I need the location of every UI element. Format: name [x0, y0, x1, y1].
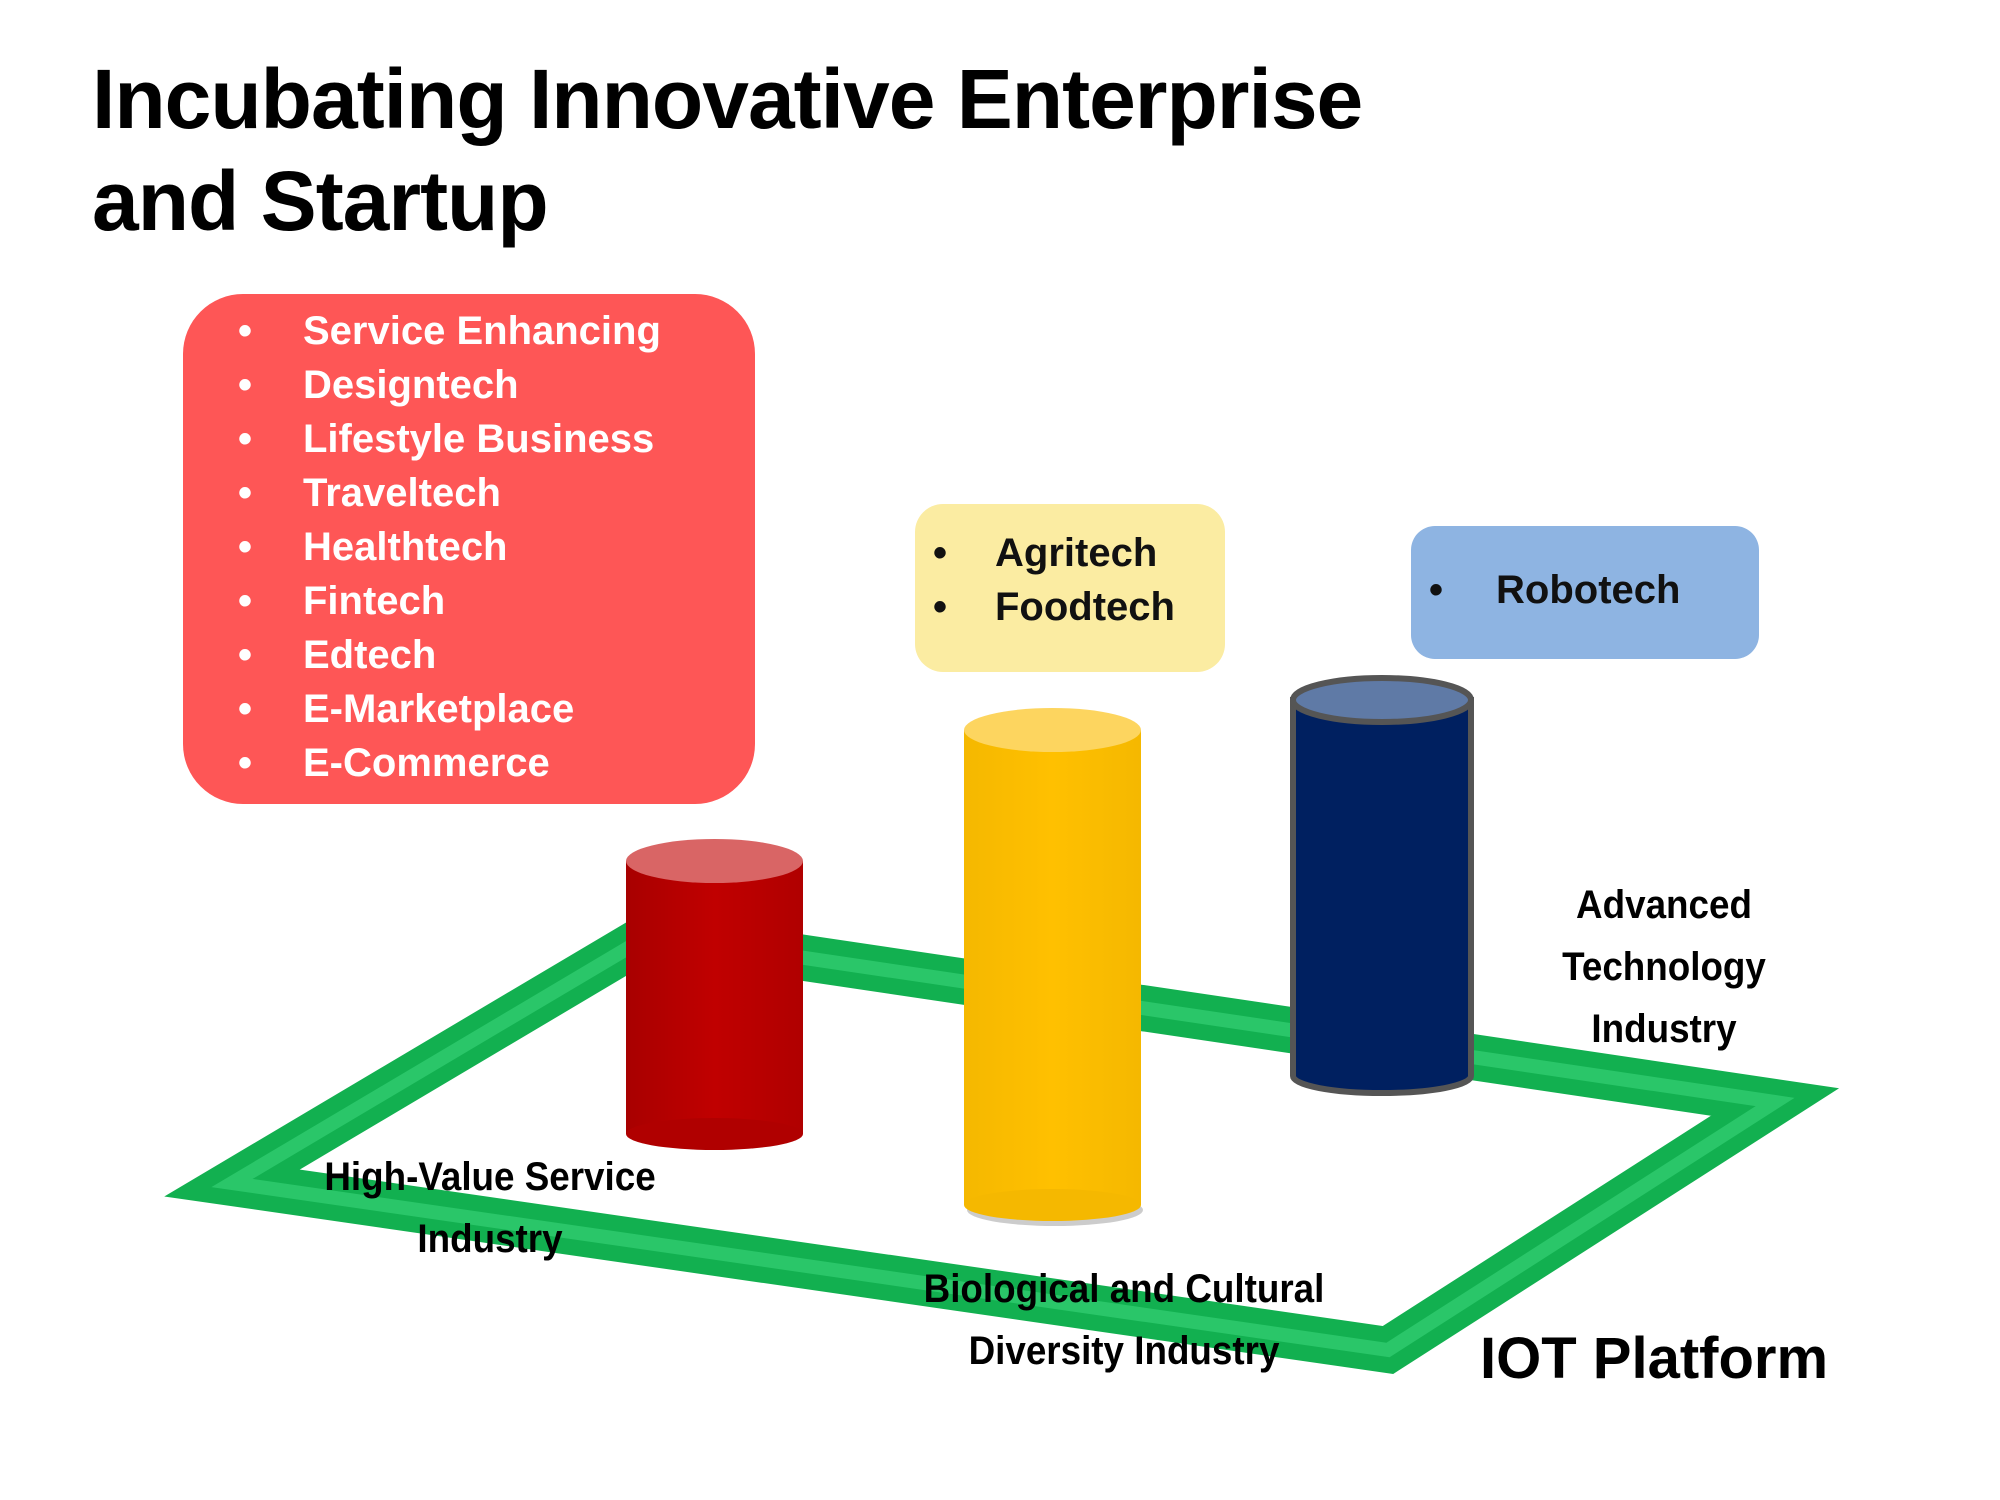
high-value-service-list: • Service Enhancing • Designtech • Lifestyl…: [238, 304, 661, 790]
list-item: • E-Commerce: [238, 736, 661, 790]
list-item: • Edtech: [238, 628, 661, 682]
bio-cultural-label: Biological and Cultural Diversity Indust…: [876, 1258, 1373, 1382]
bio-cultural-list: • Agritech • Foodtech: [933, 526, 1175, 634]
high-value-service-box: • Service Enhancing • Designtech • Lifestyl…: [183, 294, 755, 804]
bullet: •: [933, 531, 948, 575]
title-line-2: and Startup: [92, 154, 549, 248]
item-text: Foodtech: [995, 585, 1175, 629]
item-text: Service Enhancing: [303, 309, 661, 353]
bullet: •: [238, 309, 253, 353]
item-text: Designtech: [303, 363, 519, 407]
advanced-tech-list: • Robotech: [1429, 563, 1681, 617]
bullet: •: [238, 525, 253, 569]
bio-cultural-cylinder: [964, 708, 1143, 1226]
item-text: Healthtech: [303, 525, 508, 569]
bullet: •: [933, 585, 948, 629]
item-text: Traveltech: [303, 471, 501, 515]
high-value-service-label: High-Value Service Industry: [278, 1146, 701, 1270]
advanced-tech-label: Advanced Technology Industry: [1517, 874, 1811, 1060]
slide-title: Incubating Innovative Enterprise and Sta…: [92, 48, 1363, 252]
title-line-1: Incubating Innovative Enterprise: [92, 52, 1363, 146]
label-line: Advanced: [1576, 883, 1752, 927]
list-item: • Fintech: [238, 574, 661, 628]
bullet: •: [238, 579, 253, 623]
item-text: Lifestyle Business: [303, 417, 655, 461]
list-item: • Foodtech: [933, 580, 1175, 634]
list-item: • Lifestyle Business: [238, 412, 661, 466]
advanced-tech-box: • Robotech: [1411, 526, 1759, 659]
list-item: • Traveltech: [238, 466, 661, 520]
iot-platform-label: IOT Platform: [1480, 1326, 1829, 1391]
list-item: • Designtech: [238, 358, 661, 412]
list-item: • Robotech: [1429, 563, 1681, 617]
list-item: • Agritech: [933, 526, 1175, 580]
bullet: •: [1429, 568, 1444, 612]
label-line: Industry: [417, 1217, 563, 1261]
item-text: Fintech: [303, 579, 446, 623]
advanced-tech-cylinder: [1290, 675, 1474, 1096]
label-line: High-Value Service: [324, 1155, 656, 1199]
bullet: •: [238, 471, 253, 515]
label-line: Technology: [1562, 945, 1766, 989]
bullet: •: [238, 363, 253, 407]
bullet: •: [238, 687, 253, 731]
list-item: • Service Enhancing: [238, 304, 661, 358]
list-item: • Healthtech: [238, 520, 661, 574]
item-text: E-Marketplace: [303, 687, 575, 731]
bullet: •: [238, 417, 253, 461]
item-text: Edtech: [303, 633, 437, 677]
label-line: Biological and Cultural: [923, 1267, 1325, 1311]
bio-cultural-box: • Agritech • Foodtech: [915, 504, 1225, 672]
bullet: •: [238, 741, 253, 785]
item-text: Robotech: [1496, 568, 1681, 612]
label-line: Diversity Industry: [968, 1329, 1280, 1373]
iot-platform-frame-highlight: [211, 927, 1795, 1358]
label-line: Industry: [1591, 1007, 1737, 1051]
item-text: E-Commerce: [303, 741, 550, 785]
high-value-service-cylinder: [626, 839, 803, 1150]
item-text: Agritech: [995, 531, 1158, 575]
list-item: • E-Marketplace: [238, 682, 661, 736]
bullet: •: [238, 633, 253, 677]
